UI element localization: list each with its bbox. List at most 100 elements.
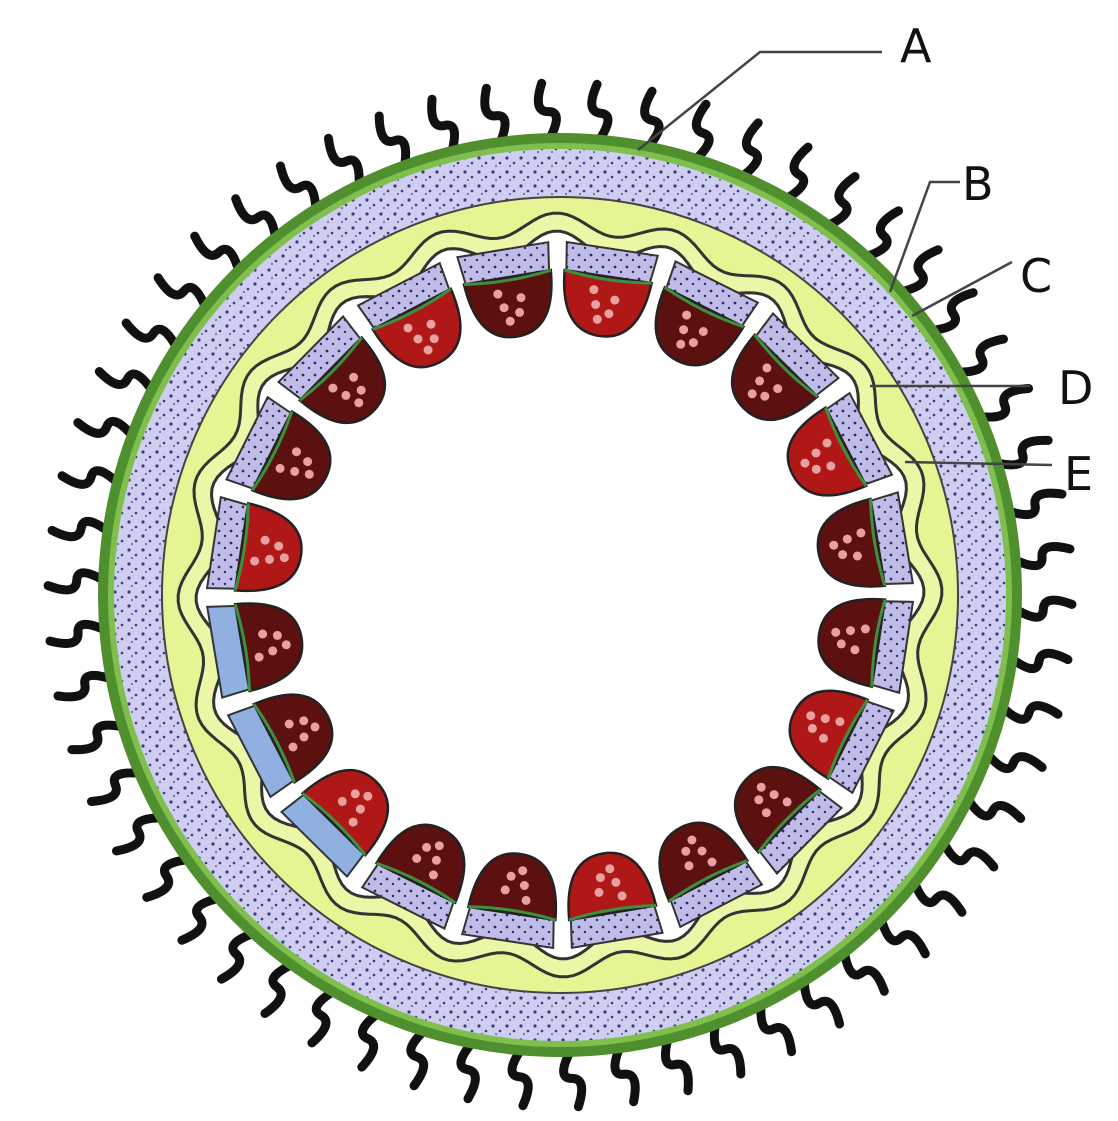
xylem-cell	[338, 797, 347, 806]
xylem-cell	[520, 881, 529, 890]
xylem-cell	[280, 553, 289, 562]
epidermal-hair	[280, 166, 316, 211]
xylem-cell	[838, 550, 847, 559]
epidermal-hair	[695, 104, 709, 160]
xylem-cell	[754, 795, 763, 804]
label-D-text: D	[1058, 361, 1093, 415]
xylem-cell	[501, 885, 510, 894]
xylem-cell	[261, 536, 270, 545]
label-B-text: B	[962, 157, 994, 211]
xylem-cell	[341, 391, 350, 400]
epidermal-hair	[265, 964, 294, 1014]
xylem-cell	[837, 639, 846, 648]
epidermal-hair	[91, 773, 141, 802]
xylem-cell	[681, 847, 690, 856]
xylem-cell	[801, 459, 810, 468]
xylem-cell	[856, 528, 865, 537]
xylem-cell	[812, 449, 821, 458]
xylem-cell	[748, 389, 757, 398]
epidermal-hair	[741, 123, 758, 178]
epidermal-hair	[1014, 547, 1070, 566]
xylem-cell	[422, 843, 431, 852]
xylem-cell	[773, 384, 782, 393]
xylem-cell	[300, 733, 309, 742]
xylem-cell	[250, 557, 259, 566]
xylem-cell	[843, 535, 852, 544]
xylem-cell	[289, 743, 298, 752]
xylem-cell	[682, 311, 691, 320]
epidermal-hair	[665, 1037, 688, 1091]
xylem-cell	[515, 308, 524, 317]
epidermal-hair	[512, 1048, 528, 1105]
epidermal-hair	[379, 116, 405, 168]
label-A-text: A	[900, 19, 932, 73]
xylem-cell	[349, 818, 358, 827]
epidermal-hair	[411, 1030, 425, 1086]
epidermal-hair	[1007, 493, 1062, 514]
xylem-cell	[755, 376, 764, 385]
xylem-cell	[861, 624, 870, 633]
epidermal-hair	[930, 293, 973, 331]
epidermal-hair	[126, 323, 177, 349]
epidermal-hair	[72, 725, 125, 750]
epidermal-hair	[844, 950, 884, 991]
xylem-cell	[770, 790, 779, 799]
xylem-cell	[591, 300, 600, 309]
epidermal-hair	[881, 918, 925, 954]
label-C: C	[912, 249, 1052, 316]
epidermal-hair	[99, 372, 153, 392]
xylem-cell	[783, 797, 792, 806]
xylem-cell	[303, 457, 312, 466]
epidermal-hair	[615, 1046, 635, 1102]
xylem-cell	[424, 346, 433, 355]
epidermal-hair	[785, 147, 808, 200]
xylem-cell	[689, 338, 698, 347]
xylem-cell	[676, 340, 685, 349]
xylem-cell	[354, 398, 363, 407]
xylem-cell	[610, 296, 619, 305]
xylem-cell	[432, 856, 441, 865]
xylem-cell	[412, 854, 421, 863]
epidermal-hair	[328, 138, 359, 186]
xylem-cell	[258, 630, 267, 639]
xylem-cell	[808, 724, 817, 733]
epidermal-hair	[987, 753, 1043, 768]
xylem-cell	[812, 465, 821, 474]
xylem-cell	[806, 711, 815, 720]
xylem-cell	[850, 645, 859, 654]
epidermal-hair	[50, 624, 106, 643]
xylem-cell	[351, 789, 360, 798]
epidermal-hair	[117, 818, 164, 851]
epidermal-hair	[900, 250, 939, 292]
xylem-cell	[357, 386, 366, 395]
xylem-cell	[835, 717, 844, 726]
epidermal-hair	[957, 339, 1004, 372]
xylem-cell	[349, 373, 358, 382]
xylem-cell	[604, 309, 613, 318]
xylem-cell	[268, 646, 277, 655]
xylem-cell	[826, 462, 835, 471]
epidermal-hair	[978, 389, 1028, 418]
xylem-cell	[679, 325, 688, 334]
epidermal-hair	[827, 177, 856, 227]
xylem-cell	[611, 878, 620, 887]
xylem-cell	[596, 873, 605, 882]
xylem-cell	[356, 805, 365, 814]
xylem-cell	[404, 324, 413, 333]
epidermal-hair	[592, 84, 608, 141]
xylem-cell	[493, 290, 502, 299]
epidermal-hair	[943, 841, 994, 867]
xylem-cell	[429, 870, 438, 879]
xylem-cell	[276, 464, 285, 473]
epidermal-hair	[62, 471, 119, 485]
xylem-cell	[687, 836, 696, 845]
epidermal-hair	[761, 1003, 792, 1051]
xylem-cell	[699, 327, 708, 336]
leader-line-C	[912, 262, 1012, 316]
xylem-cell	[819, 734, 828, 743]
epidermal-hair	[1011, 653, 1068, 668]
leader-line-A	[638, 52, 882, 150]
xylem-cell	[292, 447, 301, 456]
epidermal-hair	[461, 1042, 475, 1099]
